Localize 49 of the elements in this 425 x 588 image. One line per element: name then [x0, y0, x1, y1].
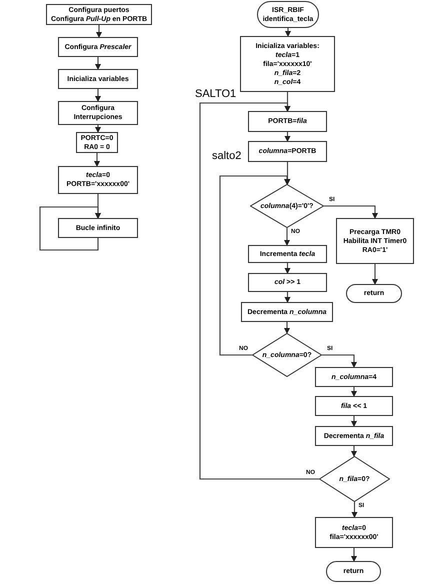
arrow [219, 175, 290, 356]
process-box [241, 302, 333, 322]
process-box [248, 141, 327, 162]
arrow [284, 162, 290, 185]
process-box [58, 101, 138, 125]
arrow [94, 153, 100, 167]
arrow [199, 102, 319, 480]
arrow [284, 292, 290, 303]
jump-label: SALTO1 [195, 89, 236, 100]
arrow [95, 125, 101, 133]
decision-diamond [250, 184, 324, 228]
arrow [96, 25, 102, 38]
decision-diamond [319, 456, 390, 502]
process-box [248, 111, 327, 132]
process-box [76, 132, 118, 153]
terminal-box [346, 284, 402, 303]
arrow [322, 354, 357, 368]
arrow [285, 28, 291, 37]
process-box [240, 36, 335, 92]
arrow [372, 264, 378, 285]
arrow [95, 89, 101, 102]
arrow [284, 132, 290, 142]
process-box [46, 4, 152, 25]
arrow [284, 263, 290, 274]
arrow [351, 387, 357, 397]
jump-label: salto2 [212, 151, 242, 162]
arrow [351, 446, 357, 457]
arrow [351, 416, 357, 427]
arrow [95, 57, 101, 70]
process-box [336, 218, 414, 264]
process-box [315, 517, 393, 548]
arrow [284, 322, 290, 334]
process-box [58, 69, 138, 89]
arrow [352, 502, 358, 518]
process-box [315, 367, 393, 387]
arrow [351, 548, 357, 562]
process-box [248, 245, 327, 263]
process-box [58, 37, 138, 57]
arrow [324, 205, 378, 219]
terminal-box [326, 561, 381, 582]
process-box [248, 273, 327, 292]
arrow [284, 228, 290, 246]
arrow [39, 206, 101, 251]
process-box [58, 218, 138, 238]
process-box [315, 426, 393, 446]
terminal-box [257, 1, 319, 28]
process-box [315, 396, 393, 416]
process-box [58, 166, 138, 194]
decision-diamond [252, 333, 322, 377]
